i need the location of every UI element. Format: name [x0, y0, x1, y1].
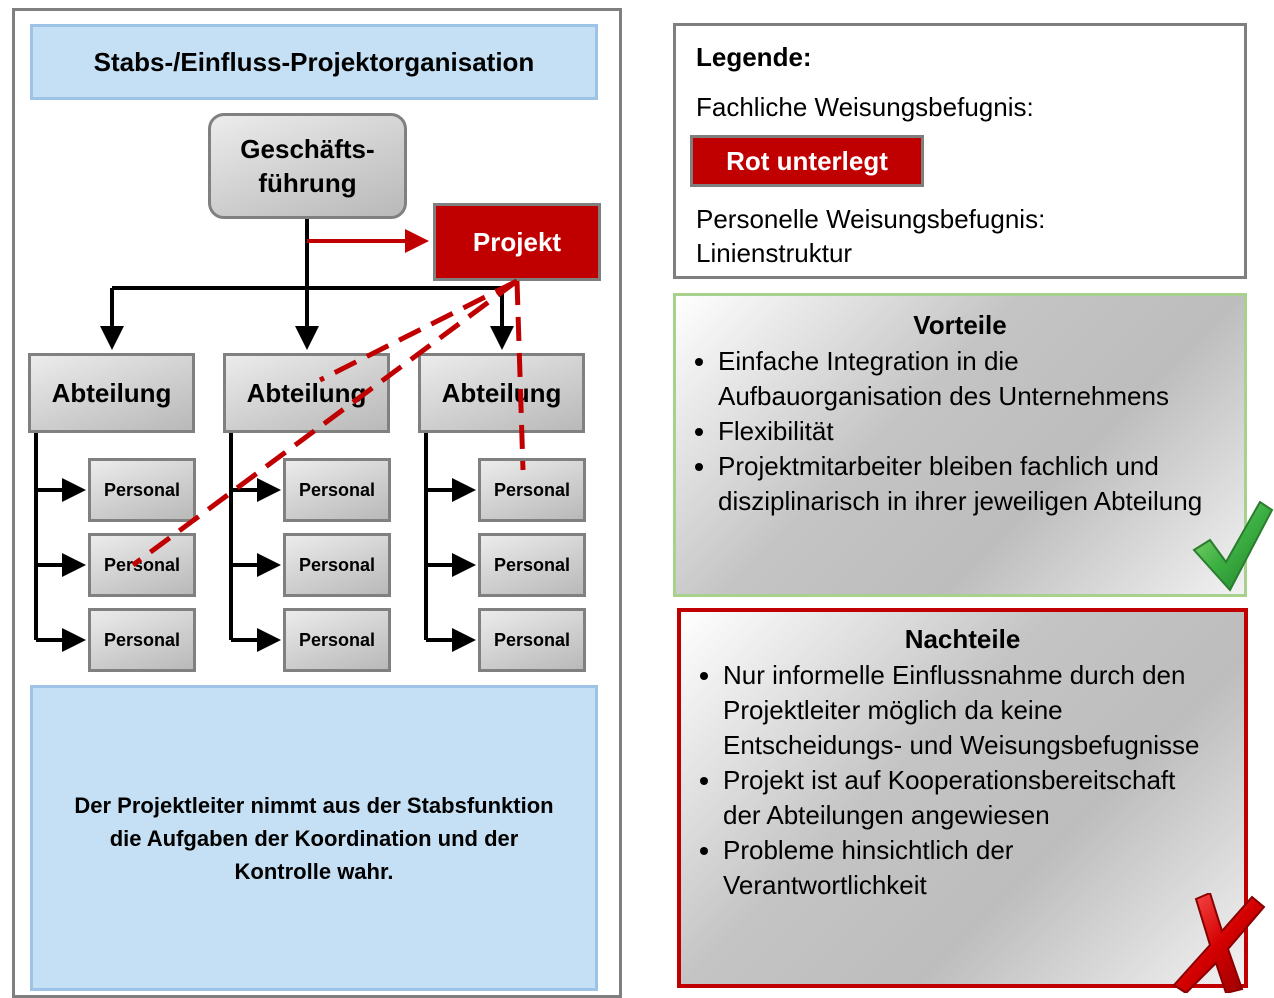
staff-label: Personal	[298, 629, 376, 650]
legend-red-label: Rot unterlegt	[726, 145, 888, 176]
management-label-line1: Geschäfts-	[240, 134, 375, 164]
chart-title-text: Stabs-/Einfluss-Projektorganisation	[93, 46, 535, 77]
staff-node: Personal	[88, 608, 196, 672]
project-label: Projekt	[472, 226, 562, 257]
legend-box: Legende: Fachliche Weisungsbefugnis: Rot…	[673, 23, 1247, 279]
management-label-line2: führung	[258, 168, 357, 198]
staff-label: Personal	[493, 479, 571, 500]
staff-label: Personal	[103, 554, 181, 575]
chart-title: Stabs-/Einfluss-Projektorganisation	[30, 24, 598, 100]
staff-label: Personal	[493, 554, 571, 575]
staff-node: Personal	[283, 533, 391, 597]
legend-line-structure: Linienstruktur	[696, 238, 853, 268]
project-node: Projekt	[433, 203, 601, 281]
staff-node: Personal	[283, 608, 391, 672]
disadvantage-item: Nur informelle Einflussnahme durch den P…	[723, 658, 1203, 763]
advantages-list: Einfache Integration in die Aufbauorgani…	[676, 344, 1238, 519]
legend-technical-authority: Fachliche Weisungsbefugnis:	[696, 92, 1034, 122]
department-label: Abteilung	[51, 377, 172, 408]
department-node-1: Abteilung	[28, 353, 195, 433]
staff-node: Personal	[283, 458, 391, 522]
advantage-item: Projektmitarbeiter bleiben fachlich und …	[718, 449, 1238, 519]
staff-node: Personal	[88, 533, 196, 597]
advantage-item: Einfache Integration in die Aufbauorgani…	[718, 344, 1238, 414]
check-icon	[1192, 500, 1274, 592]
staff-label: Personal	[298, 554, 376, 575]
staff-label: Personal	[298, 479, 376, 500]
staff-node: Personal	[478, 458, 586, 522]
disadvantages-box: Nachteile Nur informelle Einflussnahme d…	[677, 608, 1248, 988]
legend-title: Legende:	[696, 42, 812, 72]
department-node-3: Abteilung	[418, 353, 585, 433]
description-box: Der Projektleiter nimmt aus der Stabsfun…	[30, 685, 598, 991]
advantages-title: Vorteile	[913, 310, 1007, 340]
management-node: Geschäfts- führung	[208, 113, 407, 219]
disadvantage-item: Probleme hinsichtlich der Verantwortlich…	[723, 833, 1203, 903]
disadvantage-item: Projekt ist auf Kooperationsbereitschaft…	[723, 763, 1203, 833]
department-label: Abteilung	[441, 377, 562, 408]
legend-personnel-label: Personelle Weisungsbefugnis:	[696, 204, 1046, 234]
description-text: Der Projektleiter nimmt aus der Stabsfun…	[74, 792, 554, 884]
staff-label: Personal	[103, 479, 181, 500]
staff-node: Personal	[478, 608, 586, 672]
staff-label: Personal	[493, 629, 571, 650]
legend-personnel-authority: Personelle Weisungsbefugnis: Linienstruk…	[696, 202, 1045, 270]
staff-node: Personal	[478, 533, 586, 597]
staff-label: Personal	[103, 629, 181, 650]
department-node-2: Abteilung	[223, 353, 390, 433]
department-label: Abteilung	[246, 377, 367, 408]
legend-red-swatch: Rot unterlegt	[690, 135, 924, 187]
advantages-box: Vorteile Einfache Integration in die Auf…	[673, 293, 1247, 597]
cross-icon	[1172, 893, 1266, 993]
advantage-item: Flexibilität	[718, 414, 1238, 449]
staff-node: Personal	[88, 458, 196, 522]
disadvantages-title: Nachteile	[904, 624, 1021, 654]
disadvantages-list: Nur informelle Einflussnahme durch den P…	[681, 658, 1203, 903]
